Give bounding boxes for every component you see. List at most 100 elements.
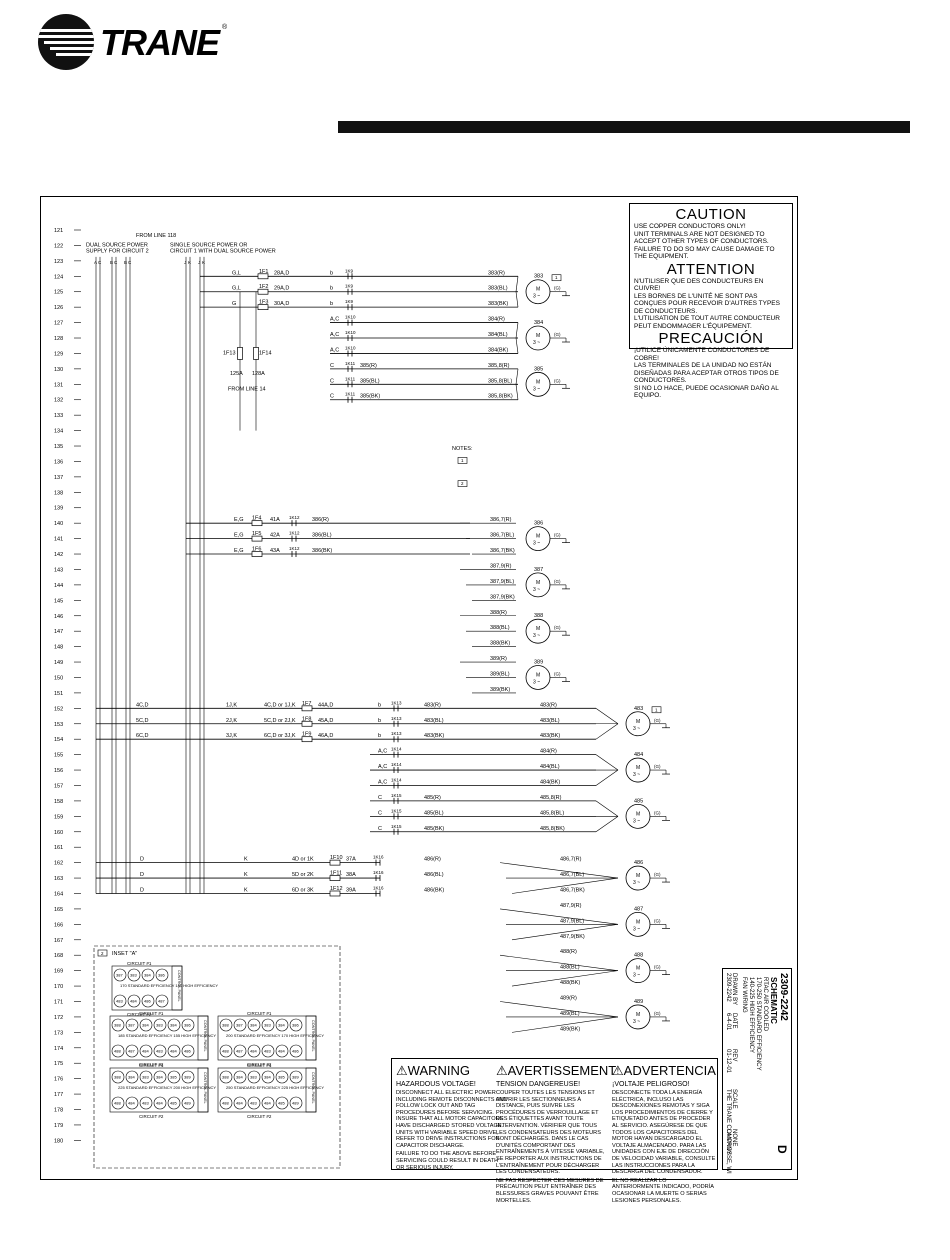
ground-label: (G) <box>554 378 561 383</box>
fan-number: 384 <box>278 1023 285 1028</box>
caution-box: CAUTION USE COPPER CONDUCTORS ONLY! UNIT… <box>629 203 793 399</box>
fan-number: 483 <box>116 999 123 1004</box>
line-number: 126 <box>54 305 63 311</box>
contactor-id: 1K13 <box>391 700 402 705</box>
motor-phase: 3 ~ <box>533 633 540 639</box>
fan-icon <box>111 1070 125 1084</box>
fan-number: 386 <box>292 1023 299 1028</box>
caution-title: CAUTION <box>675 206 747 223</box>
motor-phase: 3 ~ <box>633 973 640 979</box>
drawing-sheet <box>40 196 798 1180</box>
wire-label: 386,7(BL) <box>490 533 514 539</box>
fan-icon <box>125 1044 139 1058</box>
motor-phase: 3 ~ <box>533 294 540 300</box>
fuse-wire-label: E,G <box>234 517 243 523</box>
avertissement-body-2: NE PAS RESPECTER CES MESURES DE PRÉCAUTI… <box>496 1177 604 1204</box>
fan-number: 387 <box>128 1023 135 1028</box>
circuit-label: 2J,K <box>226 718 237 724</box>
line-number: 128 <box>54 336 63 342</box>
motor-phase: 3 ~ <box>533 340 540 346</box>
fan-icon <box>233 1096 247 1110</box>
control-panel <box>171 965 183 1011</box>
trane-logo: TRANE ® <box>38 14 228 70</box>
fan-icon <box>247 1096 261 1110</box>
note-flag-icon <box>651 706 662 714</box>
title-col: 6-4-01 <box>725 1013 731 1031</box>
motor-lead <box>515 384 519 400</box>
fan-icon <box>275 1070 289 1084</box>
circuit-label: CIRCUIT #2 <box>247 1114 272 1119</box>
wire-label: 385,8(BL) <box>488 378 512 384</box>
motor-phase: 3 ~ <box>533 679 540 685</box>
conductor-label: b <box>378 733 381 739</box>
motor-symbol: M <box>536 580 540 586</box>
wire-label: 388(BL) <box>490 625 510 631</box>
wire-label: 486,7(BK) <box>560 887 585 893</box>
fan-icon <box>141 994 155 1008</box>
motor-lead <box>499 908 619 925</box>
fan-icon <box>233 1018 247 1032</box>
fuse-wire-label: 30A,D <box>274 301 289 307</box>
fan-number: 383 <box>250 1075 257 1080</box>
line-number: 155 <box>54 753 63 759</box>
drawing-desc: RTAC AIR COOLED <box>762 977 768 1032</box>
contactor-id: 1K12 <box>289 515 300 520</box>
contactor-id: 1K16 <box>373 885 384 890</box>
wire-label: 488(R) <box>560 949 577 955</box>
fan-icon <box>153 1044 167 1058</box>
avertissement-title: AVERTISSEMENT <box>507 1063 617 1078</box>
fan-number: 484 <box>264 1101 271 1106</box>
fan-icon <box>233 1070 247 1084</box>
line-number: 180 <box>54 1138 63 1144</box>
config-label: 200 STANDARD EFFICIENCY 170 HIGH EFFICIE… <box>226 1033 324 1038</box>
fan-icon <box>167 1070 181 1084</box>
contactor-id: 1K11 <box>345 392 356 397</box>
motor-symbol: M <box>536 287 540 293</box>
precaucion-line: SI NO LO HACE, PUEDE OCASIONAR DAÑO AL E… <box>634 384 779 400</box>
title-col: DRAWN BY <box>731 973 737 1006</box>
contactor-id: 1K9 <box>345 299 354 304</box>
wire-label: 483(BK) <box>424 733 444 739</box>
conductor-label: C <box>330 378 334 384</box>
line-number: 177 <box>54 1092 63 1098</box>
line-number: 151 <box>54 691 63 697</box>
fan-icon <box>167 1044 181 1058</box>
fan-number: 384 <box>250 1023 257 1028</box>
fan-icon <box>275 1018 289 1032</box>
inset-frame <box>93 945 341 1169</box>
revision-letter: D <box>775 1145 789 1154</box>
single-source-label: SINGLE SOURCE POWER OR <box>170 242 247 248</box>
conductor-label: C <box>330 394 334 400</box>
fan-icon <box>125 1096 139 1110</box>
wire-label: 484(BL) <box>540 764 560 770</box>
registered-mark: ® <box>222 24 228 31</box>
motor-id: 485 <box>634 798 643 804</box>
motor-lead <box>515 368 519 385</box>
motor-lead <box>595 754 619 771</box>
line-number: 131 <box>54 382 63 388</box>
motor-id: 488 <box>634 953 643 959</box>
fuse-id: 1F14 <box>259 350 272 356</box>
note-number: 2 <box>101 951 104 956</box>
fan-number: 383 <box>264 1023 271 1028</box>
contactor-id: 1K14 <box>391 777 402 782</box>
motor-symbol: M <box>636 811 640 817</box>
advertencia-body-2: EL NO REALIZAR LO ANTERIORMENTE INDICADO… <box>612 1177 714 1204</box>
fan-number: 488 <box>222 1101 229 1106</box>
wire-label: 485(R) <box>424 795 441 801</box>
fan-number: 488 <box>114 1101 121 1106</box>
config-label: 225 STANDARD EFFICIENCY 200 HIGH EFFICIE… <box>118 1085 216 1090</box>
contactor-id: 1K14 <box>391 762 402 767</box>
fan-icon <box>125 1018 139 1032</box>
fan-number: 386 <box>158 973 165 978</box>
motor-symbol: M <box>636 719 640 725</box>
fuse-id: 1F6 <box>252 547 261 553</box>
fuse-wire-label: 6C,D or 3J,K <box>264 733 296 739</box>
wire-label: 486,7(BL) <box>560 872 584 878</box>
advertencia-title: ADVERTENCIA <box>623 1063 716 1078</box>
warning-fr: ⚠AVERTISSEMENT TENSION DANGEREUSE! COUPE… <box>496 1063 616 1204</box>
motor-id: 483 <box>634 706 643 712</box>
fan-icon <box>113 968 127 982</box>
motor-id: 389 <box>534 659 543 665</box>
note-number: 2 <box>461 481 464 486</box>
